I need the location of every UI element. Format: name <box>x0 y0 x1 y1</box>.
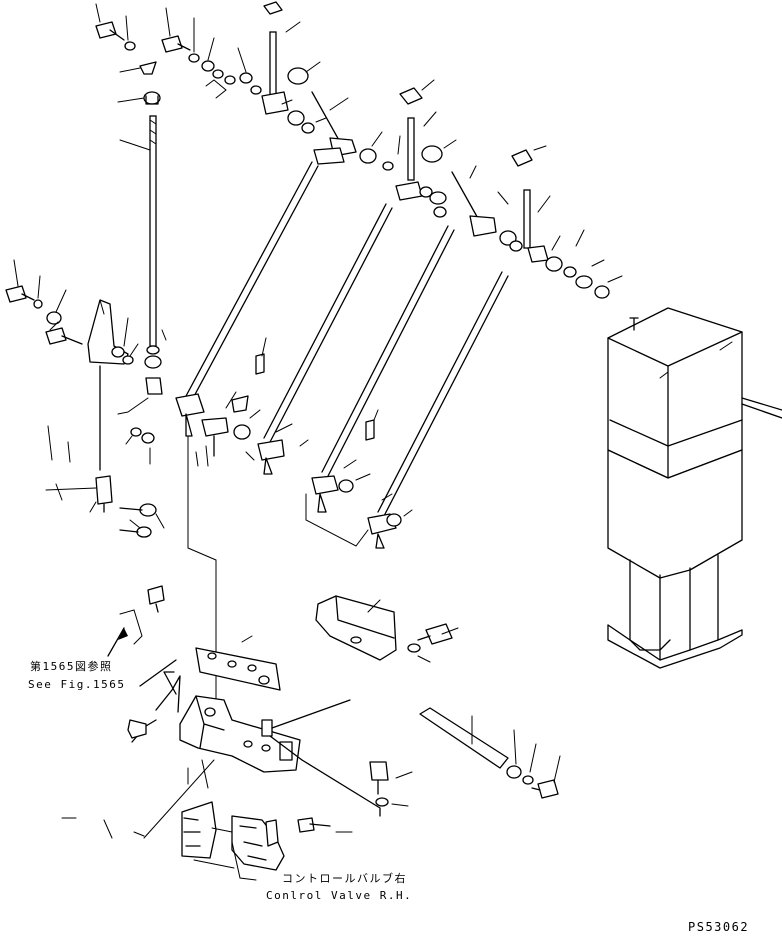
lower-base-assembly <box>127 585 413 839</box>
pin-shaft <box>419 707 561 799</box>
cover-plate <box>315 595 459 663</box>
control-box <box>607 307 782 669</box>
control-valve <box>61 801 285 881</box>
control-valve-label-en: Conlrol Valve R.H. <box>266 889 413 902</box>
see-fig-label-jp: 第1565図参照 <box>30 660 113 673</box>
drawing-code: PS53062 <box>688 920 750 934</box>
upper-left-hardware <box>95 3 262 105</box>
left-bracket-assembly <box>5 259 165 538</box>
see-fig-label-en: See Fig.1565 <box>28 678 126 691</box>
lower-clevis-joints <box>175 337 413 701</box>
linkage-rods <box>185 161 509 517</box>
vertical-rod-left <box>119 115 167 395</box>
see-fig-arrow <box>107 609 143 657</box>
lever-3 <box>451 145 623 299</box>
control-valve-label-jp: コントロールバルブ右 <box>282 872 407 885</box>
lever-2 <box>311 79 457 218</box>
lever-1 <box>261 1 327 134</box>
